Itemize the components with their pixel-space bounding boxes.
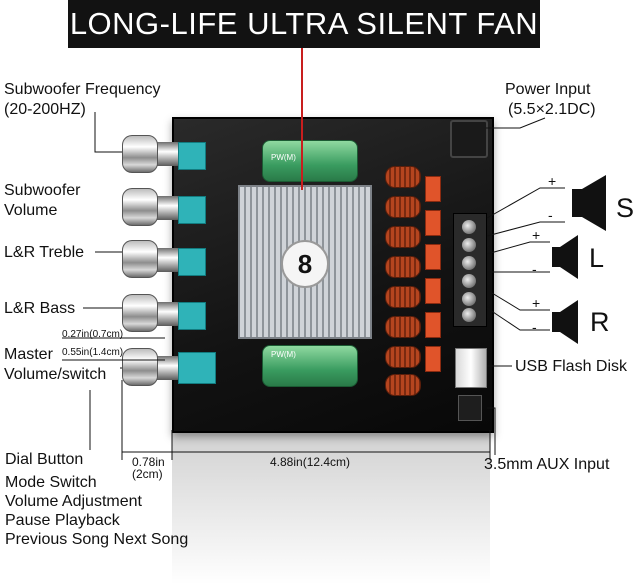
potentiometer: [178, 196, 206, 224]
dim-width-left: 0.78in: [132, 455, 165, 469]
polarity-minus: -: [548, 207, 553, 223]
dial-function-item: Previous Song Next Song: [5, 531, 189, 548]
label-power-input-spec: (5.5×2.1DC): [508, 101, 596, 118]
capacitor-red: [425, 278, 441, 304]
speaker-icon: [552, 235, 578, 279]
usb-icon[interactable]: [455, 348, 487, 388]
inductor: [385, 374, 421, 396]
dim-width-left-cm: (2cm): [132, 467, 163, 481]
aux-jack[interactable]: [458, 395, 482, 421]
terminal-screw[interactable]: [462, 274, 476, 288]
polarity-plus: +: [532, 227, 541, 243]
terminal-screw[interactable]: [462, 308, 476, 322]
speaker-label-s: S: [616, 193, 635, 223]
label-lr-bass: L&R Bass: [4, 300, 76, 317]
dim-width-main: 4.88in(12.4cm): [270, 455, 351, 469]
label-subwoofer-frequency-range: (20-200HZ): [4, 101, 86, 118]
lr-bass-knob[interactable]: [122, 294, 158, 332]
dial-function-item: Mode Switch: [5, 474, 97, 491]
label-power-input: Power Input: [505, 81, 591, 98]
label-subwoofer-volume: Subwoofer: [4, 182, 81, 199]
dc-power-jack[interactable]: [450, 120, 488, 158]
capacitor-red: [425, 176, 441, 202]
inductor: [385, 226, 421, 248]
fan-icon: 8: [281, 240, 329, 288]
potentiometer: [178, 248, 206, 276]
terminal-screw[interactable]: [462, 238, 476, 252]
polarity-plus: +: [548, 173, 557, 189]
capacitor-top: PW(M): [262, 140, 358, 182]
inductor: [385, 196, 421, 218]
inductor: [385, 346, 421, 368]
potentiometer: [178, 302, 206, 330]
label-subwoofer-frequency: Subwoofer Frequency: [4, 81, 161, 98]
label-lr-treble: L&R Treble: [4, 244, 85, 261]
polarity-minus: -: [532, 319, 537, 335]
capacitor-red: [425, 244, 441, 270]
inductor: [385, 166, 421, 188]
speaker-label-r: R: [590, 307, 610, 337]
label-subwoofer-volume-2: Volume: [4, 202, 58, 219]
capacitor-red: [425, 210, 441, 236]
inductor: [385, 316, 421, 338]
dial-function-item: Pause Playback: [5, 512, 120, 529]
label-dial-button: Dial Button: [5, 451, 84, 468]
dim-spacing-medium: 0.55in(1.4cm): [62, 347, 124, 358]
subwoofer-frequency-knob[interactable]: [122, 135, 158, 173]
polarity-plus: +: [532, 295, 541, 311]
label-master-volume-switch: Volume/switch: [4, 366, 107, 383]
capacitor-red: [425, 312, 441, 338]
capacitor-bottom: PW(M): [262, 345, 358, 387]
dial-function-item: Volume Adjustment: [5, 493, 142, 510]
dim-spacing-small: 0.27in(0.7cm): [62, 329, 124, 340]
speaker-terminal-block: [453, 213, 487, 327]
subwoofer-volume-knob[interactable]: [122, 188, 158, 226]
inductor: [385, 256, 421, 278]
polarity-minus: -: [532, 261, 537, 277]
capacitor-red: [425, 346, 441, 372]
terminal-screw[interactable]: [462, 220, 476, 234]
terminal-screw[interactable]: [462, 256, 476, 270]
terminal-screw[interactable]: [462, 292, 476, 306]
banner-title: LONG-LIFE ULTRA SILENT FAN: [68, 0, 540, 48]
label-usb-flash-disk: USB Flash Disk: [515, 358, 628, 375]
label-aux-input: 3.5mm AUX Input: [484, 456, 610, 473]
speaker-icon: [552, 300, 578, 344]
inductor: [385, 286, 421, 308]
potentiometer: [178, 352, 216, 384]
master-volume-knob[interactable]: [122, 348, 158, 386]
speaker-icon: [572, 175, 606, 231]
label-master: Master: [4, 346, 53, 363]
speaker-label-l: L: [589, 243, 605, 273]
potentiometer: [178, 142, 206, 170]
board-reflection: [172, 432, 490, 585]
lr-treble-knob[interactable]: [122, 240, 158, 278]
